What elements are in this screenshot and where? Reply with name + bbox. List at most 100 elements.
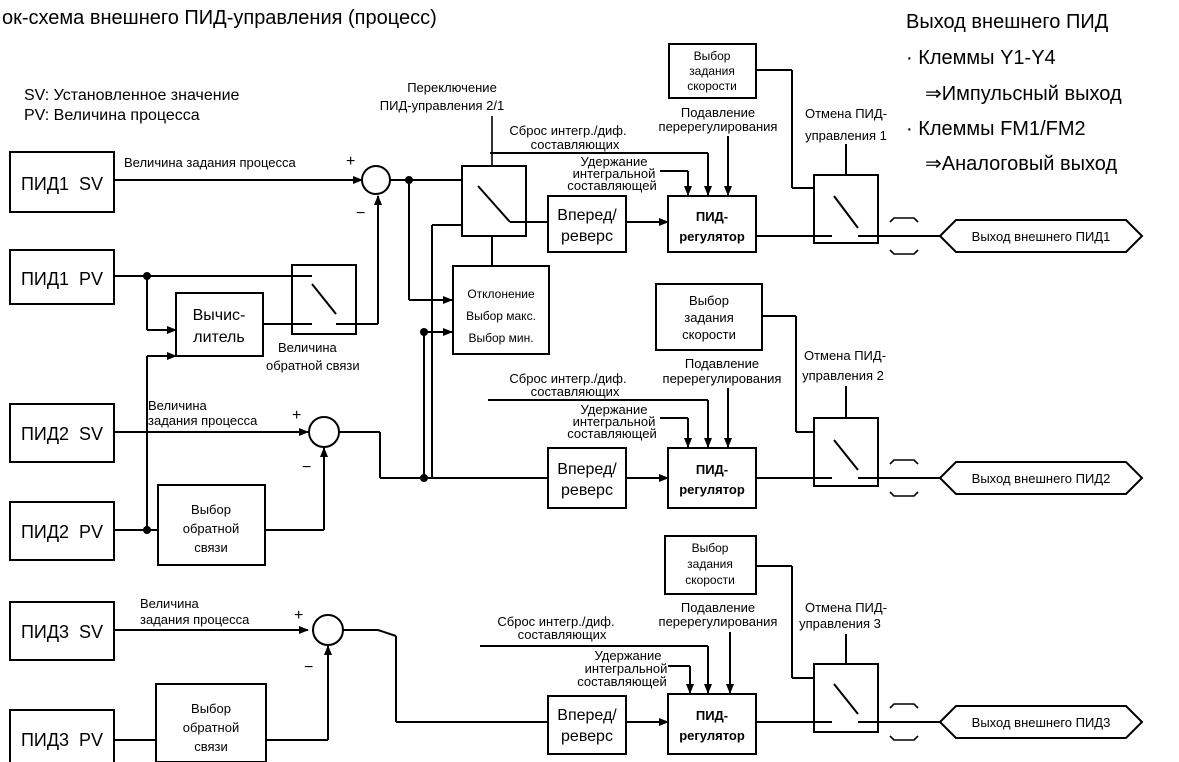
output-notes: Выход внешнего ПИД · Клеммы Y1-Y4 ⇒Импул… (906, 11, 1122, 175)
speed-select-box-2 (655, 283, 763, 351)
reset-label-3a: Сброс интегр./диф. (497, 614, 614, 629)
reset-label-1a: Сброс интегр./диф. (509, 123, 626, 138)
cancel-label-1a: Отмена ПИД- (805, 106, 887, 121)
speed-label-1a: Выбор (694, 49, 731, 63)
reset-label-1b: составляющих (531, 137, 620, 152)
pid1-pv-label: ПИД1 PV (21, 269, 103, 289)
pid-switch-2-1-box (461, 165, 527, 237)
output-notes-line3: · Клеммы FM1/FM2 (906, 118, 1086, 140)
fwd-rev-label-1a: Вперед/ (557, 207, 617, 224)
pid2-output-label: Выход внешнего ПИД2 (972, 471, 1111, 486)
switch-label-1: Переключение (407, 80, 497, 95)
overshoot-label-3a: Подавление (681, 600, 755, 615)
feedback-select-box-3 (155, 683, 267, 762)
pid-regulator-box-1 (667, 195, 757, 253)
pid3-sv-box (9, 601, 115, 661)
calculator-box (175, 292, 264, 357)
reset-label-3b: составляющих (518, 627, 607, 642)
pid-regulator-label-1b: регулятор (679, 229, 745, 244)
pid1-pv-box (9, 249, 115, 305)
speed-label-3b: задания (687, 557, 733, 571)
hold-label-2a: Удержание (581, 402, 648, 417)
pid-regulator-box-3 (667, 693, 757, 755)
overshoot-label-1a: Подавление (681, 105, 755, 120)
pid1-output-terminal (938, 219, 1144, 253)
pid3-output-terminal (938, 705, 1144, 739)
feedback-value-label-2: обратной связи (266, 358, 360, 373)
calculator-label-1: Вычис- (193, 307, 246, 324)
diagram-title: ок-схема внешнего ПИД-управления (процес… (2, 7, 437, 29)
deviation-label-1: Отклонение (467, 287, 535, 301)
fwd-rev-label-3a: Вперед/ (557, 707, 617, 724)
deviation-select-box (452, 265, 550, 355)
cancel-label-2b: управления 2 (802, 368, 884, 383)
fwd-rev-label-2a: Вперед/ (557, 461, 617, 478)
speed-label-2a: Выбор (689, 293, 729, 308)
pid3-plus: + (294, 607, 303, 624)
pid2-setpoint-label-a: Величина (148, 398, 208, 413)
cancel-label-2a: Отмена ПИД- (804, 348, 886, 363)
pid1-plus: + (346, 153, 355, 170)
legend-sv: SV: Установленное значение (24, 87, 240, 104)
speed-label-3c: скорости (685, 573, 735, 587)
speed-label-2b: задания (684, 310, 734, 325)
overshoot-label-2a: Подавление (685, 356, 759, 371)
speed-select-box-1 (668, 43, 757, 99)
pid3-setpoint-label-b: задания процесса (140, 612, 250, 627)
pid2-sv-label: ПИД2 SV (21, 424, 103, 444)
speed-label-1c: скорости (687, 79, 737, 93)
pid1-output-label: Выход внешнего ПИД1 (972, 229, 1111, 244)
pid3-minus: − (304, 659, 313, 676)
feedback-select-box-2 (157, 484, 266, 566)
fb-select-label-2c: связи (194, 540, 228, 555)
overshoot-label-3b: перерегулирования (659, 614, 778, 629)
pid3-pv-box (9, 709, 115, 762)
overshoot-label-2b: перерегулирования (663, 371, 782, 386)
fwd-rev-label-1b: реверс (561, 228, 613, 245)
pid3-sv-label: ПИД3 SV (21, 622, 103, 642)
cancel-label-3a: Отмена ПИД- (805, 600, 887, 615)
pid2-pv-label: ПИД2 PV (21, 522, 103, 542)
feedback-value-label-1: Величина (278, 340, 338, 355)
pid1-setpoint-label: Величина задания процесса (124, 155, 296, 170)
switch-label-2: ПИД-управления 2/1 (380, 98, 504, 113)
pid2-output-terminal (938, 461, 1144, 495)
pid-regulator-box-2 (667, 447, 757, 509)
fwd-rev-box-2 (547, 447, 627, 509)
speed-label-3a: Выбор (692, 541, 729, 555)
pid2-plus: + (292, 407, 301, 424)
output-notes-line1: · Клеммы Y1-Y4 (906, 47, 1056, 69)
fb-select-label-3b: обратной (183, 720, 239, 735)
hold-label-3c: составляющей (577, 674, 666, 689)
speed-label-1b: задания (689, 64, 735, 78)
reset-label-2b: составляющих (531, 384, 620, 399)
pid-regulator-label-3a: ПИД- (696, 708, 728, 723)
fwd-rev-box-1 (547, 195, 627, 253)
reset-label-2a: Сброс интегр./диф. (509, 371, 626, 386)
pid3-output-label: Выход внешнего ПИД3 (972, 715, 1111, 730)
output-notes-line4: ⇒Аналоговый выход (925, 153, 1117, 175)
pid1-minus: − (356, 205, 365, 222)
pid3-summing-junction (312, 614, 344, 646)
pid2-summing-junction (308, 416, 340, 448)
fwd-rev-box-3 (547, 695, 627, 755)
hold-label-1b: интегральной (573, 166, 656, 181)
fb-select-label-2a: Выбор (191, 502, 231, 517)
hold-label-2b: интегральной (573, 414, 656, 429)
pid3-setpoint-label-a: Величина (140, 596, 200, 611)
hold-label-1a: Удержание (581, 154, 648, 169)
hold-label-2c: составляющей (567, 426, 656, 441)
cancel-switch-box-1 (813, 174, 879, 244)
pid-regulator-label-2a: ПИД- (696, 462, 728, 477)
pid1-sv-box (9, 151, 115, 213)
output-notes-line2: ⇒Импульсный выход (925, 83, 1122, 105)
hold-label-1c: составляющей (567, 178, 656, 193)
fb-select-label-3a: Выбор (191, 701, 231, 716)
pid2-minus: − (302, 459, 311, 476)
hold-label-3b: интегральной (585, 661, 668, 676)
legend-pv: PV: Величина процесса (24, 107, 200, 124)
cancel-switch-box-3 (813, 663, 879, 733)
cancel-label-3b: управления 3 (799, 616, 881, 631)
pid2-sv-box (9, 403, 115, 463)
